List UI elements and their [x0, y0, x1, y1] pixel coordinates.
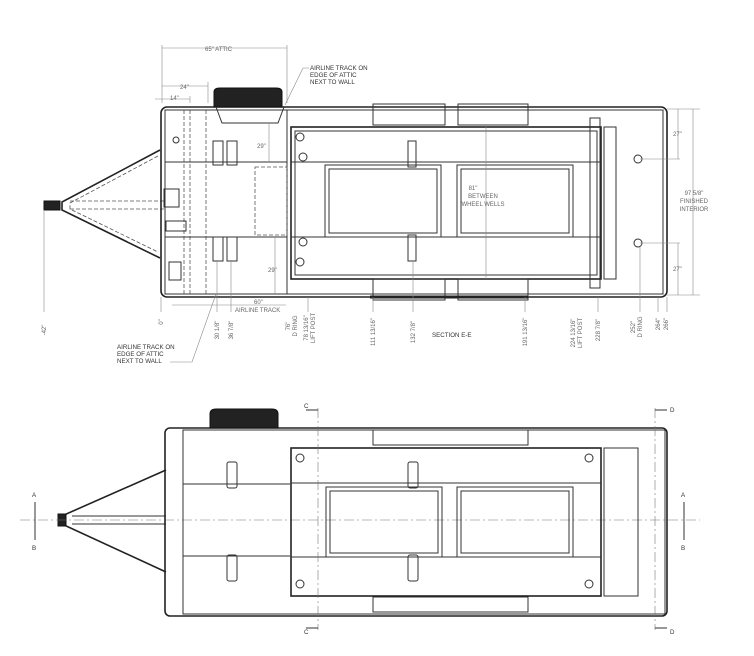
spare-tire-icon — [213, 87, 283, 108]
station-78: 78 13/16" — [304, 315, 310, 341]
callout-top-2: EDGE OF ATTIC — [310, 72, 357, 79]
station-224: 224 13/16" — [571, 319, 577, 348]
station-111: 111 13/16" — [371, 318, 377, 346]
section-marker-b-right: B — [681, 545, 685, 552]
callout-top-3: NEXT TO WALL — [310, 79, 355, 86]
station-264: 264" — [656, 318, 662, 330]
attic-dim-label: 65" ATTIC — [205, 47, 233, 53]
section-marker-c-bottom: C — [304, 629, 309, 636]
station-132: 132 7/8" — [411, 321, 417, 343]
trailer-body-bottom — [164, 427, 668, 617]
airline-track-label: AIRLINE TRACK — [235, 308, 280, 314]
dim-29-bottom: 29" — [268, 268, 277, 274]
station-252: 252" — [631, 321, 637, 333]
spare-tire-icon — [209, 408, 279, 429]
section-line-a-right[interactable]: A B — [681, 492, 686, 552]
deck-bottom — [290, 447, 602, 597]
jack-icon — [163, 188, 180, 208]
lift-post — [589, 117, 601, 289]
interior-dim-3: INTERIOR — [680, 207, 709, 213]
station-252-dring: D RING — [638, 316, 644, 337]
ramp-panel-left — [324, 164, 442, 238]
interior-dim-1: 97 5/8" — [685, 191, 704, 197]
station-76-dring: D RING — [293, 315, 299, 336]
wheel-wells-dim-3: WHEEL WELLS — [461, 202, 504, 208]
callout-top-1: AIRLINE TRACK ON — [310, 65, 368, 72]
station-neg42: -42" — [42, 325, 48, 336]
dim-attic: 65" ATTIC 24" 14" — [155, 45, 288, 103]
dim-29-top: 29" — [257, 144, 266, 150]
section-marker-d-top: D — [670, 407, 675, 414]
station-266: 266" — [664, 318, 670, 330]
station-0: 0" — [159, 319, 165, 324]
section-line-c[interactable]: C C — [304, 403, 319, 636]
wheel-wells-dim-1: 81" — [469, 186, 478, 192]
station-78-liftpost: LIFT POST — [311, 313, 317, 344]
dim-27-bottom: 27" — [673, 267, 682, 273]
trailer-body — [160, 106, 668, 298]
section-marker-b-left: B — [32, 545, 36, 552]
callout-bottom-3: NEXT TO WALL — [117, 358, 162, 365]
coupler-icon — [43, 200, 61, 211]
section-label: SECTION E-E — [432, 332, 472, 339]
station-30: 30 1/8" — [215, 321, 221, 340]
station-36: 36 7/8" — [229, 321, 235, 340]
wheel-well — [372, 103, 446, 126]
station-224-liftpost: LIFT POST — [578, 318, 584, 349]
section-marker-c-top: C — [304, 403, 309, 410]
wheel-wells-dim-2: BETWEEN — [468, 194, 498, 200]
section-marker-a-left: A — [32, 492, 37, 499]
ramp-panel-right — [456, 164, 574, 238]
top-view: 65" ATTIC 24" 14" — [42, 45, 709, 365]
section-line-d[interactable]: D D — [654, 407, 675, 636]
dim-60: 60" — [254, 300, 263, 306]
callout-bottom-1: AIRLINE TRACK ON — [117, 344, 175, 351]
station-191: 191 13/16" — [523, 318, 529, 347]
station-dimensions: -42" 0" 30 1/8" 36 7/8" 76" D RING 78 13… — [42, 210, 670, 348]
station-228: 228 7/8" — [596, 319, 602, 341]
dim-24: 24" — [180, 85, 189, 91]
bottom-view: C C D D A B A B — [20, 403, 700, 636]
dim-14: 14" — [170, 96, 179, 102]
interior-dim-2: FINISHED — [680, 199, 709, 205]
dim-27-top: 27" — [673, 132, 682, 138]
deck — [290, 126, 602, 280]
section-marker-d-bottom: D — [670, 629, 675, 636]
section-marker-a-right: A — [681, 492, 686, 499]
callout-bottom-2: EDGE OF ATTIC — [117, 351, 164, 358]
tongue — [43, 149, 165, 259]
station-76: 76" — [286, 322, 292, 331]
section-line-a-left[interactable]: A B — [32, 492, 37, 552]
